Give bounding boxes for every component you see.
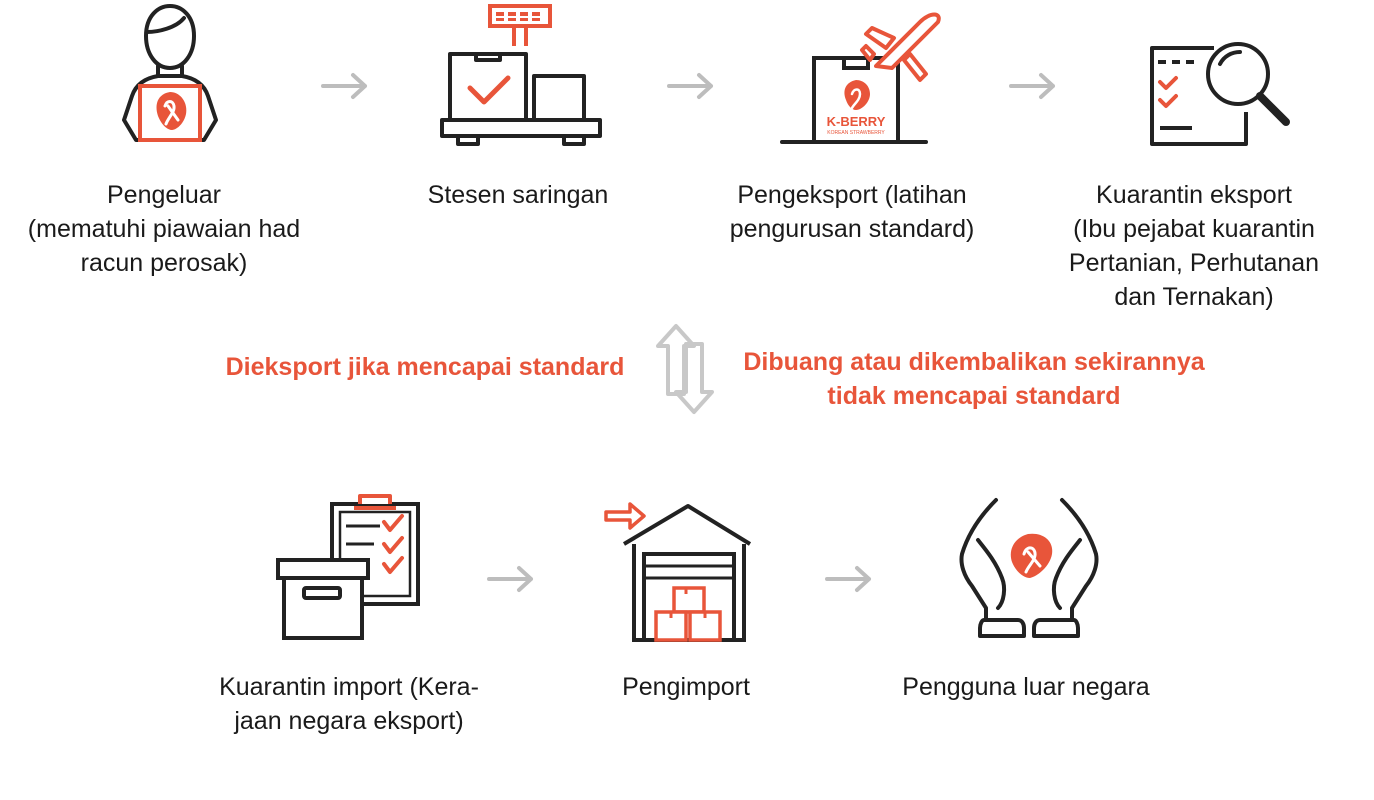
inspection-scale-icon — [440, 4, 602, 146]
warehouse-icon — [604, 502, 752, 642]
right-arrow-icon — [487, 566, 533, 592]
right-arrow-icon — [1009, 73, 1055, 99]
quarantine-checklist-magnifier-icon — [1150, 42, 1290, 146]
brand-logo-subtext: KOREAN STRAWBERRY — [827, 130, 885, 136]
foreign-consumer-label: Pengguna luar negara — [902, 673, 1150, 701]
inspection-station-label: Stesen saringan — [427, 181, 609, 209]
import-quarantine-box-clipboard-icon — [276, 494, 420, 640]
export-box-airplane-icon: K-BERRY KOREAN STRAWBERRY — [780, 12, 941, 144]
producer-with-box-icon — [122, 4, 218, 142]
export-quarantine-label: Kuarantin eksport (Ibu pejabat kuarantin… — [1068, 181, 1320, 311]
importer-label: Pengimport — [622, 673, 750, 701]
exporter-label: Pengeksport (latihan pengurusan standard… — [729, 181, 975, 243]
export-condition-note: Dieksport jika mencapai standard — [225, 353, 625, 381]
right-arrow-icon — [825, 566, 871, 592]
reject-condition-note: Dibuang atau dikembalikan sekirannya tid… — [743, 348, 1205, 410]
hands-strawberry-icon — [959, 498, 1099, 638]
producer-label: Pengeluar (mematuhi piawaian had racun p… — [27, 181, 301, 277]
import-quarantine-label: Kuarantin import (Kera- jaan negara eksp… — [219, 673, 479, 735]
right-arrow-icon — [667, 73, 713, 99]
up-down-arrows-icon — [656, 324, 714, 414]
brand-logo-text: K-BERRY — [827, 114, 886, 129]
right-arrow-icon — [321, 73, 367, 99]
